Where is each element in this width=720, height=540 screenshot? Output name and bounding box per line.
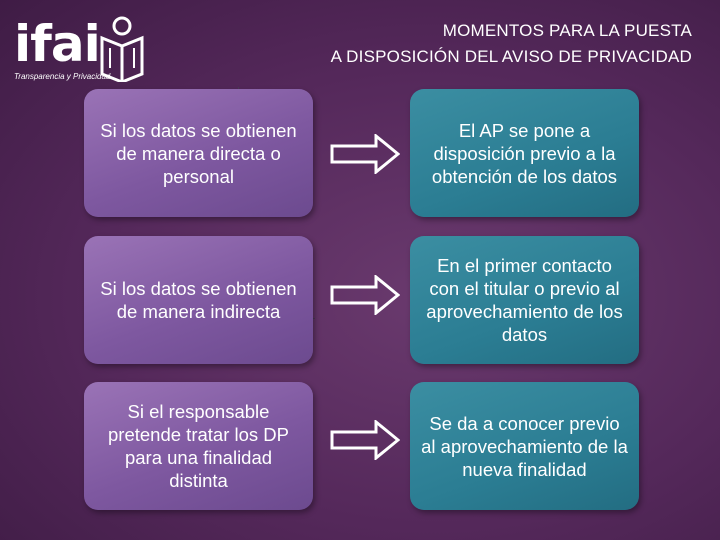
moment-box-direct: El AP se pone a disposición previo a la … <box>410 89 639 217</box>
person-book-icon <box>100 16 144 82</box>
condition-box-indirect: Si los datos se obtienen de manera indir… <box>84 236 313 364</box>
title-line-2: A DISPOSICIÓN DEL AVISO DE PRIVACIDAD <box>330 47 692 66</box>
right-arrow-icon <box>330 134 400 174</box>
right-arrow-icon <box>330 420 400 460</box>
page-title: MOMENTOS PARA LA PUESTA A DISPOSICIÓN DE… <box>331 18 692 70</box>
condition-box-direct: Si los datos se obtienen de manera direc… <box>84 89 313 217</box>
ifai-logo: ifai Transparencia y Privacidad <box>8 8 148 88</box>
logo-tagline: Transparencia y Privacidad <box>14 72 111 81</box>
moment-box-new-purpose: Se da a conocer previo al aprovechamient… <box>410 382 639 510</box>
right-arrow-icon <box>330 275 400 315</box>
title-line-1: MOMENTOS PARA LA PUESTA <box>442 21 692 40</box>
condition-box-new-purpose: Si el responsable pretende tratar los DP… <box>84 382 313 510</box>
logo-wordmark: ifai <box>14 15 101 73</box>
moment-box-indirect: En el primer contacto con el titular o p… <box>410 236 639 364</box>
